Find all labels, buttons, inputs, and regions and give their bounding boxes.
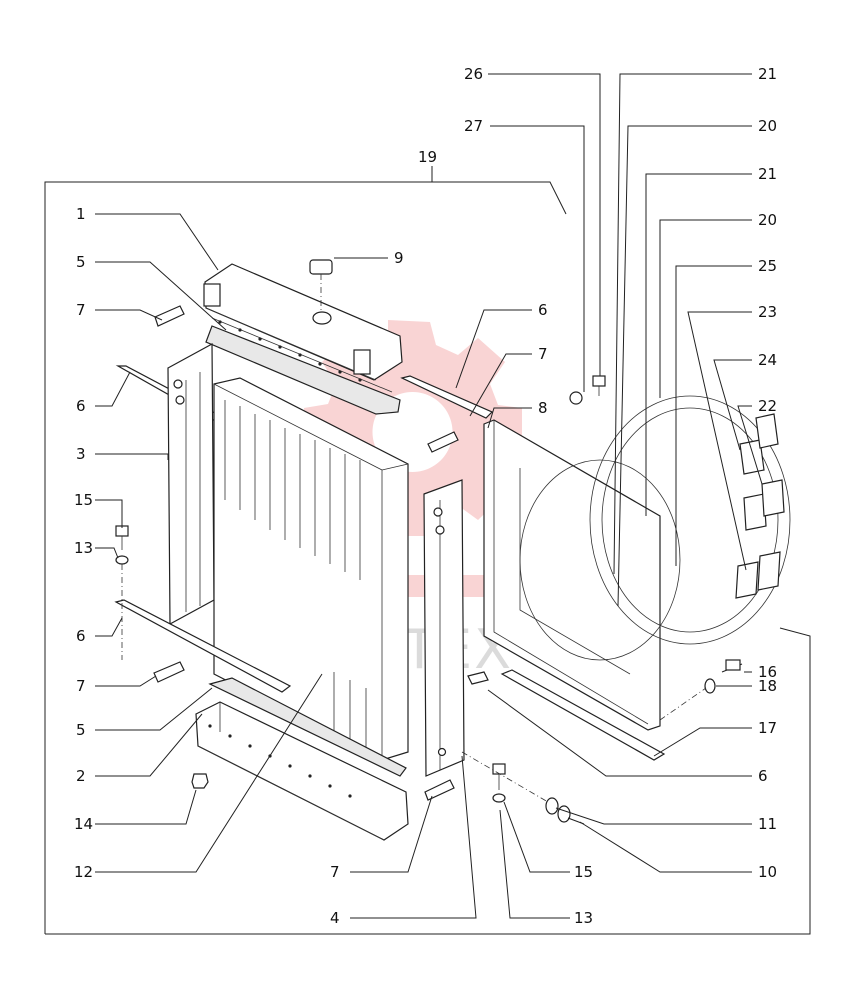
label-15-right: 15 xyxy=(574,863,593,881)
top-tank-part-1 xyxy=(203,263,403,393)
label-15-left: 15 xyxy=(74,491,93,509)
label-24: 24 xyxy=(758,351,777,369)
center-line-18 xyxy=(659,687,707,721)
pad-part-7-upper-right xyxy=(427,431,459,453)
washer-part-13-left xyxy=(115,555,129,660)
label-13-left: 13 xyxy=(74,539,93,557)
label-8: 8 xyxy=(538,399,548,417)
label-16: 16 xyxy=(758,663,777,681)
left-side-frame-part-3 xyxy=(167,342,215,626)
label-1: 1 xyxy=(76,205,86,223)
label-6-upper-left: 6 xyxy=(76,397,86,415)
label-3: 3 xyxy=(76,445,86,463)
washer-part-11 xyxy=(545,797,559,815)
label-13-right: 13 xyxy=(574,909,593,927)
bottom-rail-part-17 xyxy=(500,669,666,761)
label-7-lower-left: 7 xyxy=(76,677,86,695)
label-25: 25 xyxy=(758,257,777,275)
label-21-top: 21 xyxy=(758,65,777,83)
assembly-frame-19 xyxy=(44,166,811,935)
washer-part-27 xyxy=(569,391,583,405)
fan-shroud-part-8 xyxy=(483,419,681,731)
label-18: 18 xyxy=(758,677,777,695)
label-26: 26 xyxy=(464,65,483,83)
pad-part-7-lower-left xyxy=(153,661,185,683)
label-7-lower-right: 7 xyxy=(330,863,340,881)
bolt-part-16 xyxy=(721,659,743,673)
top-gasket-part-5 xyxy=(205,325,401,415)
lower-gasket-part-5 xyxy=(208,677,407,777)
right-side-frame-part-4 xyxy=(423,479,465,777)
lower-left-strip-part-6 xyxy=(114,599,292,693)
bolt-part-15-right xyxy=(492,763,506,790)
label-2: 2 xyxy=(76,767,86,785)
callout-labels: 26 21 27 20 19 21 1 20 5 9 25 7 6 23 7 2… xyxy=(74,65,777,927)
label-5-top: 5 xyxy=(76,253,86,271)
leader-lines xyxy=(95,73,763,919)
label-5-lower: 5 xyxy=(76,721,86,739)
center-line-10 xyxy=(461,751,549,803)
label-20: 20 xyxy=(758,211,777,229)
small-pad-part-6-right xyxy=(467,671,489,685)
pad-part-7-lower-right xyxy=(424,779,455,801)
washer-part-13-right xyxy=(492,793,506,803)
bottom-tank-bolt-holes xyxy=(208,724,352,798)
label-7-right: 7 xyxy=(538,345,548,363)
label-7-top: 7 xyxy=(76,301,86,319)
washer-part-18 xyxy=(704,678,716,694)
label-4: 4 xyxy=(330,909,340,927)
fan-ring-assembly-parts-20-25 xyxy=(589,395,791,645)
label-23: 23 xyxy=(758,303,777,321)
bolt-part-26 xyxy=(592,375,606,396)
label-6-top-right: 6 xyxy=(538,301,548,319)
label-12: 12 xyxy=(74,863,93,881)
bolt-part-15-left xyxy=(115,525,129,550)
bottom-tank-part-2 xyxy=(195,701,409,841)
pad-part-7-upper-left xyxy=(154,305,185,327)
nut-part-14 xyxy=(191,773,209,789)
core-fin-pattern xyxy=(224,400,367,748)
label-14: 14 xyxy=(74,815,93,833)
label-19: 19 xyxy=(418,148,437,166)
upper-right-strip-part-6 xyxy=(400,375,494,419)
label-6-lower-left: 6 xyxy=(76,627,86,645)
radiator-core-part-12 xyxy=(213,377,409,761)
bolt-part-10 xyxy=(557,805,585,825)
label-11: 11 xyxy=(758,815,777,833)
label-20-top: 20 xyxy=(758,117,777,135)
label-21: 21 xyxy=(758,165,777,183)
radiator-cap-part-9 xyxy=(309,259,333,325)
label-9: 9 xyxy=(394,249,404,267)
label-6-lower-right: 6 xyxy=(758,767,768,785)
label-10: 10 xyxy=(758,863,777,881)
label-17: 17 xyxy=(758,719,777,737)
label-27: 27 xyxy=(464,117,483,135)
tank-bolt-holes xyxy=(218,320,362,382)
label-22: 22 xyxy=(758,397,777,415)
